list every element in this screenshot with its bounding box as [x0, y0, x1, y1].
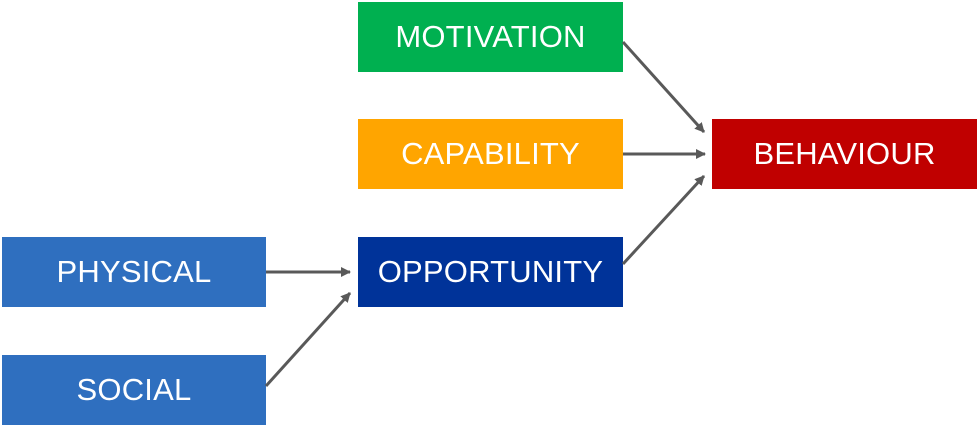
- physical-label: PHYSICAL: [56, 254, 212, 289]
- motivation-node: MOTIVATION: [358, 2, 623, 72]
- capability-node: CAPABILITY: [358, 119, 623, 189]
- behaviour-node: BEHAVIOUR: [712, 119, 977, 189]
- capability-label: CAPABILITY: [401, 136, 580, 171]
- edge-opportunity-to-behaviour: [621, 174, 706, 266]
- edge-motivation-to-behaviour: [621, 40, 706, 134]
- opportunity-node: OPPORTUNITY: [358, 237, 623, 307]
- edge-social-to-opportunity: [264, 291, 352, 388]
- opportunity-label: OPPORTUNITY: [377, 254, 604, 289]
- social-node: SOCIAL: [2, 355, 266, 425]
- motivation-label: MOTIVATION: [395, 19, 586, 54]
- behaviour-label: BEHAVIOUR: [753, 136, 936, 171]
- physical-node: PHYSICAL: [2, 237, 266, 307]
- social-label: SOCIAL: [76, 372, 192, 407]
